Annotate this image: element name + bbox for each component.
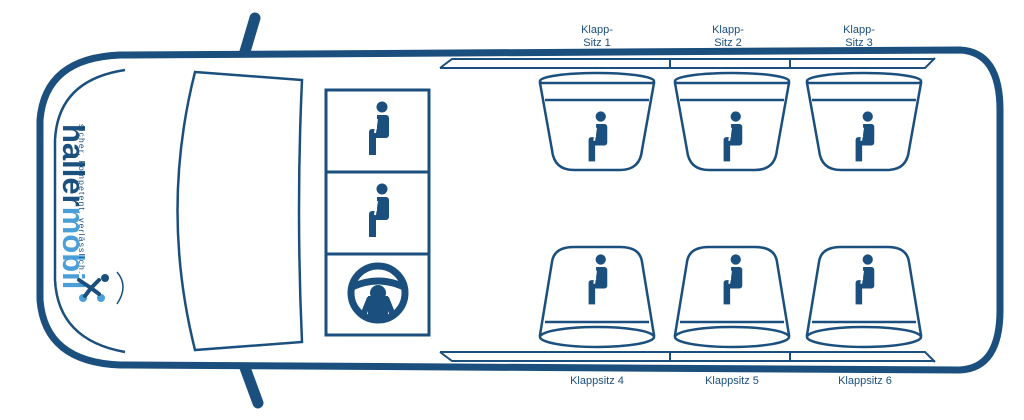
front-row [324,88,431,337]
side-rail-top [439,57,936,69]
svg-text:hallermobil: hallermobil [56,124,91,289]
seat-top-2 [673,71,791,172]
brand-logo: hallermobil sicher. kompetent. verlässli… [47,120,139,310]
seat-label-1: Klapp- Sitz 1 [572,24,622,50]
seat-label-2: Klapp- Sitz 2 [703,24,753,50]
brand-name-part1: haller [56,124,91,207]
seat-label-3-line1: Klapp- [843,24,875,36]
seat-label-3-line2: Sitz 3 [845,37,873,49]
seat-label-3: Klapp- Sitz 3 [834,24,884,50]
steering-wheel-icon [347,262,409,324]
seat-label-1-line2: Sitz 1 [583,37,611,49]
seat-top-1 [538,71,656,172]
brand-name-part2: mobil [56,207,91,290]
brand-mark-icon [77,271,124,305]
windshield [176,70,304,352]
seat-label-2-line1: Klapp- [712,24,744,36]
seat-label-4: Klappsitz 4 [570,375,624,387]
brand-slogan: sicher. kompetent. verlässlich. [77,124,87,275]
seat-bottom-5 [673,245,791,349]
side-mirror-top [238,12,261,61]
seat-label-1-line1: Klapp- [581,24,613,36]
seat-label-6: Klappsitz 6 [838,375,892,387]
seat-top-3 [805,71,923,172]
hood-line [53,68,126,354]
seat-label-2-line2: Sitz 2 [714,37,742,49]
seat-label-5: Klappsitz 5 [705,375,759,387]
seat-bottom-4 [538,245,656,349]
seat-bottom-6 [805,245,923,349]
side-mirror-bottom [238,359,264,409]
side-rail-bottom [439,351,936,363]
